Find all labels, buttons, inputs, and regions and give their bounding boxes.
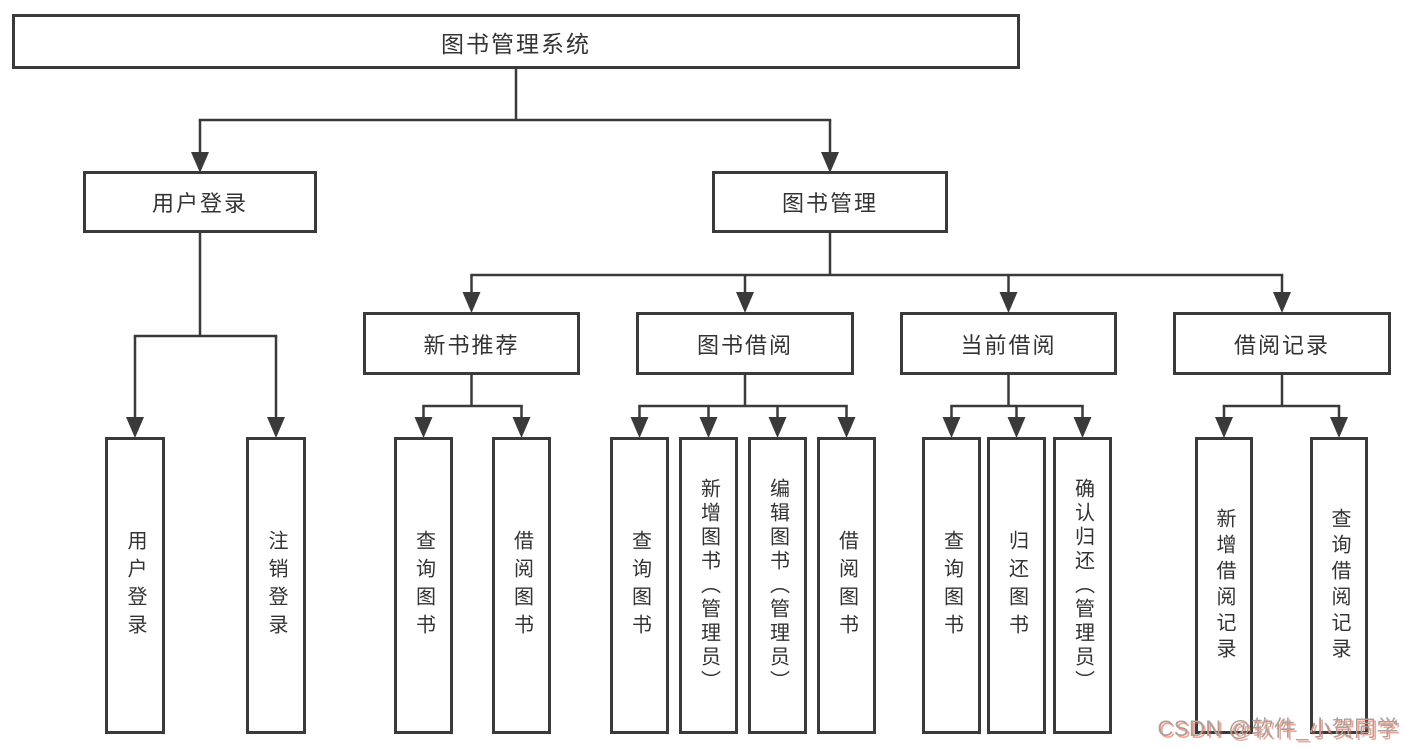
leaf-query-books-recommend: 查询图书 xyxy=(394,437,453,734)
node-current-borrowing: 当前借阅 xyxy=(900,312,1117,375)
node-label: 用户登录 xyxy=(151,191,248,216)
node-label: 借阅图书 xyxy=(835,529,858,642)
leaf-query-books-borrowing: 查询图书 xyxy=(610,437,669,734)
node-label: 图书借阅 xyxy=(696,332,793,358)
node-label: 查询图书 xyxy=(628,529,651,642)
node-label: 借阅记录 xyxy=(1233,332,1330,358)
leaf-user-login: 用户登录 xyxy=(105,437,165,734)
leaf-borrow-books-borrowing: 借阅图书 xyxy=(817,437,876,734)
node-label: 新书推荐 xyxy=(423,332,520,358)
leaf-edit-books-admin: 编辑图书（管理员） xyxy=(748,437,807,734)
node-label: 查询借阅记录 xyxy=(1328,507,1350,664)
node-label: 编辑图书（管理员） xyxy=(766,477,789,694)
node-book-borrowing: 图书借阅 xyxy=(636,312,854,375)
node-label: 当前借阅 xyxy=(960,332,1057,358)
leaf-return-books: 归还图书 xyxy=(987,437,1046,734)
node-label: 查询图书 xyxy=(940,529,963,642)
node-label: 归还图书 xyxy=(1005,529,1028,642)
node-library-management-system: 图书管理系统 xyxy=(12,14,1020,69)
leaf-add-books-admin: 新增图书（管理员） xyxy=(679,437,738,734)
node-label: 确认归还（管理员） xyxy=(1071,477,1094,694)
leaf-logout: 注销登录 xyxy=(246,437,306,734)
node-book-management-branch: 图书管理 xyxy=(712,171,948,233)
node-label: 用户登录 xyxy=(124,529,146,642)
node-label: 图书管理 xyxy=(781,191,878,216)
node-label: 借阅图书 xyxy=(510,529,533,642)
leaf-query-borrow-record: 查询借阅记录 xyxy=(1310,437,1368,734)
leaf-query-books-current: 查询图书 xyxy=(922,437,981,734)
node-user-login-branch: 用户登录 xyxy=(83,171,317,233)
csdn-watermark: CSDN @软件_小贺同学 xyxy=(1157,716,1399,741)
leaf-borrow-books-recommend: 借阅图书 xyxy=(492,437,551,734)
node-label: 注销登录 xyxy=(265,529,287,642)
leaf-add-borrow-record: 新增借阅记录 xyxy=(1195,437,1253,734)
node-label: 查询图书 xyxy=(412,529,435,642)
node-label: 图书管理系统 xyxy=(441,30,591,57)
node-label: 新增借阅记录 xyxy=(1213,507,1235,664)
node-label: 新增图书（管理员） xyxy=(697,477,720,694)
node-borrowing-records: 借阅记录 xyxy=(1173,312,1391,375)
leaf-confirm-return-admin: 确认归还（管理员） xyxy=(1053,437,1112,734)
node-new-book-recommend: 新书推荐 xyxy=(363,312,580,375)
